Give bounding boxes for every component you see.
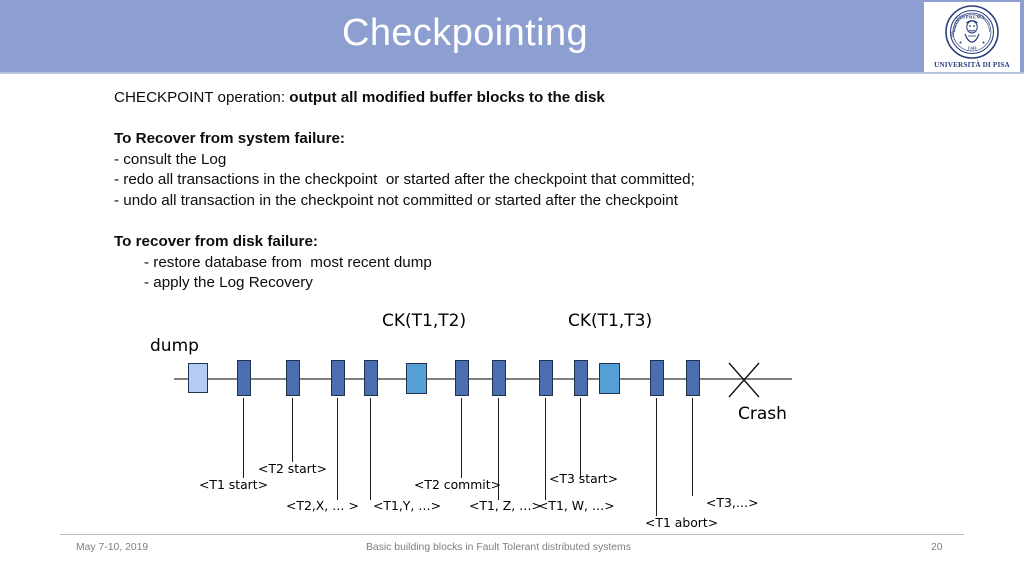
- heading-disk-failure: To recover from disk failure:: [114, 233, 318, 251]
- heading-system-failure: To Recover from system failure:: [114, 130, 345, 148]
- event-leader-line: [370, 398, 372, 500]
- log-record-block: [455, 360, 469, 396]
- slide-body-text: CHECKPOINT operation: output all modifie…: [114, 88, 914, 294]
- disk-bullet-1: - restore database from most recent dump: [144, 253, 432, 271]
- event-leader-line: [461, 398, 463, 478]
- checkpoint-block: [599, 363, 620, 394]
- body-spacer-2: [114, 212, 914, 233]
- footer-date: May 7-10, 2019: [76, 542, 149, 553]
- svg-text:DIGNITAS: DIGNITAS: [949, 16, 960, 38]
- event-leader-line: [498, 398, 500, 500]
- crash-x-icon: [728, 362, 760, 398]
- event-leader-line: [243, 398, 245, 478]
- log-event-label: <T3,…>: [706, 495, 759, 510]
- log-event-label: <T1, W, …>: [538, 498, 615, 513]
- page-title: Checkpointing: [341, 12, 589, 54]
- log-event-label: <T2,X, … >: [286, 498, 359, 513]
- timeline-axis: [174, 378, 792, 380]
- system-bullet-1: - consult the Log: [114, 150, 227, 168]
- log-event-label: <T3 start>: [549, 471, 619, 486]
- event-leader-line: [337, 398, 339, 500]
- checkpoint-label-2: CK(T1,T3): [568, 311, 653, 331]
- svg-text:SUPREMA: SUPREMA: [959, 15, 985, 20]
- dump-block: [188, 363, 208, 393]
- university-seal-icon: SUPREMA 1343 DIGNITAS: [945, 5, 999, 59]
- event-leader-line: [692, 398, 694, 496]
- log-record-block: [286, 360, 300, 396]
- log-event-label: <T1,Y, …>: [373, 498, 441, 513]
- log-record-block: [364, 360, 378, 396]
- event-leader-line: [580, 398, 582, 478]
- crash-label: Crash: [738, 404, 787, 424]
- slide-header-band: Checkpointing: [0, 0, 1024, 74]
- log-record-block: [574, 360, 588, 396]
- university-logo: SUPREMA 1343 DIGNITAS UNIVERSITÀ DI PISA: [924, 2, 1020, 72]
- disk-bullet-2: - apply the Log Recovery: [144, 274, 313, 292]
- log-event-label: <T1 abort>: [645, 515, 719, 530]
- svg-text:1343: 1343: [968, 46, 978, 51]
- log-event-label: <T2 start>: [258, 461, 328, 476]
- log-record-block: [492, 360, 506, 396]
- log-record-block: [686, 360, 700, 396]
- log-record-block: [539, 360, 553, 396]
- log-event-label: <T1, Z, …>: [469, 498, 542, 513]
- checkpoint-block: [406, 363, 427, 394]
- system-bullet-3: - undo all transaction in the checkpoint…: [114, 191, 678, 209]
- log-event-label: <T1 start>: [199, 477, 269, 492]
- system-bullet-2: - redo all transactions in the checkpoin…: [114, 171, 695, 189]
- checkpoint-operation-line: CHECKPOINT operation: output all modifie…: [114, 88, 914, 109]
- event-leader-line: [545, 398, 547, 500]
- footer-page-number: 20: [931, 542, 943, 553]
- footer-divider: [60, 534, 964, 535]
- footer-subject: Basic building blocks in Fault Tolerant …: [366, 542, 631, 553]
- log-record-block: [650, 360, 664, 396]
- dump-label: dump: [150, 336, 199, 356]
- checkpoint-operation-prefix: CHECKPOINT operation:: [114, 89, 290, 106]
- checkpoint-operation-emphasis: output all modified buffer blocks to the…: [289, 89, 605, 106]
- log-record-block: [331, 360, 345, 396]
- checkpoint-label-1: CK(T1,T2): [382, 311, 467, 331]
- log-record-block: [237, 360, 251, 396]
- university-logo-caption: UNIVERSITÀ DI PISA: [934, 61, 1010, 69]
- event-leader-line: [292, 398, 294, 462]
- body-spacer-1: [114, 109, 914, 130]
- event-leader-line: [656, 398, 658, 516]
- log-event-label: <T2 commit>: [414, 477, 501, 492]
